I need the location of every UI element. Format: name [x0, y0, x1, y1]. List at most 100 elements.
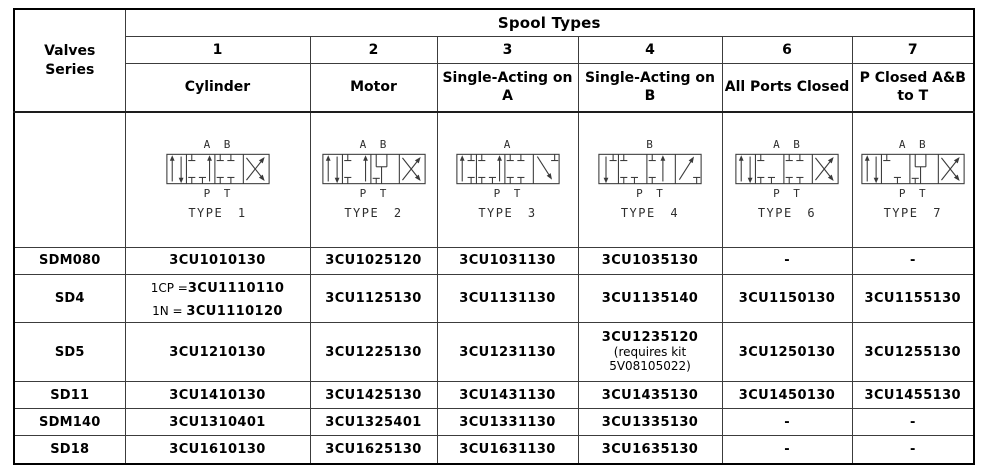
series-label: SD18	[13, 435, 126, 465]
part-note: (requires kit 5V08105022)	[609, 345, 691, 374]
ports-top-label: A B	[898, 138, 927, 152]
empty-cell: -	[721, 246, 853, 275]
valve-symbol-type-4-icon	[598, 154, 702, 185]
part-number-cell: 3CU1131130	[436, 273, 579, 324]
part-number-cell: 3CU1435130	[577, 381, 723, 410]
part-number-cell: 3CU1031130	[436, 246, 579, 275]
ports-top-label: B	[646, 138, 654, 152]
diagram-cell-type-6: A B	[721, 111, 853, 248]
empty-cell: -	[721, 408, 853, 437]
ports-top-label: A	[503, 138, 512, 152]
part-number-cell: 3CU1455130	[851, 381, 975, 410]
diagram-cell-type-1: A B	[124, 111, 311, 248]
part-number-cell-with-note: 3CU1235120 (requires kit 5V08105022)	[577, 322, 723, 383]
part-prefix: 1CP =	[150, 280, 188, 295]
part-number-cell: 3CU1331130	[436, 408, 579, 437]
corner-line1: Valves	[44, 43, 96, 60]
series-label: SD4	[13, 273, 126, 324]
part-number-cell: 3CU1231130	[436, 322, 579, 383]
diagram-cell-type-4: B	[577, 111, 723, 248]
part-number-cell: 3CU1425130	[309, 381, 438, 410]
diagram-cell-type-7: A B	[851, 111, 975, 248]
part-number-cell: 3CU1450130	[721, 381, 853, 410]
part-prefix: 1N =	[152, 304, 187, 319]
column-name-single-acting-a: Single-Acting on A	[436, 62, 579, 113]
series-label: SDM080	[13, 246, 126, 275]
part-number-cell: 3CU1035130	[577, 246, 723, 275]
table-row-sdm080: SDM080 3CU1010130 3CU1025120 3CU1031130 …	[13, 246, 975, 275]
table-row-sd5: SD5 3CU1210130 3CU1225130 3CU1231130 3CU…	[13, 322, 975, 383]
type-caption: TYPE 3	[478, 206, 537, 221]
part-number-cell: 3CU1625130	[309, 435, 438, 465]
diagram-row-empty-cell	[13, 111, 126, 248]
column-number-6: 6	[721, 35, 853, 64]
ports-bottom-label: P T	[773, 187, 801, 201]
part-number-cell: 3CU1631130	[436, 435, 579, 465]
ports-bottom-label: P T	[493, 187, 522, 201]
column-number-4: 4	[577, 35, 723, 64]
part-number-cell: 3CU1010130	[124, 246, 311, 275]
part-number: 3CU1110110	[187, 280, 285, 296]
column-number-2: 2	[309, 35, 438, 64]
spool-types-table: Valves Series Spool Types 1 2 3 4 6 7 Cy…	[13, 8, 976, 465]
empty-cell: -	[851, 435, 975, 465]
part-number-cell: 3CU1150130	[721, 273, 853, 324]
empty-cell: -	[721, 435, 853, 465]
part-number-cell: 3CU1225130	[309, 322, 438, 383]
ports-bottom-label: P T	[898, 187, 927, 201]
type-caption: TYPE 4	[620, 206, 680, 221]
diagram-cell-type-2: A B	[309, 111, 438, 248]
valve-symbol-type-7-icon	[861, 154, 965, 185]
corner-line2: Series	[45, 61, 95, 78]
part-number-cell: 3CU1431130	[436, 381, 579, 410]
part-number-cell: 3CU1335130	[577, 408, 723, 437]
table-row-sd4: SD4 1CP =3CU1110110 1N = 3CU1110120 3CU1…	[13, 273, 975, 324]
part-number-cell: 3CU1310401	[124, 408, 311, 437]
column-number-7: 7	[851, 35, 975, 64]
column-number-3: 3	[436, 35, 579, 64]
series-label: SDM140	[13, 408, 126, 437]
series-label: SD11	[13, 381, 126, 410]
part-number-cell: 3CU1610130	[124, 435, 311, 465]
part-number-cell-dual: 1CP =3CU1110110 1N = 3CU1110120	[124, 273, 311, 324]
part-number: 3CU1110120	[186, 304, 283, 320]
series-label: SD5	[13, 322, 126, 383]
valve-symbol-type-2-icon	[321, 154, 426, 185]
part-number-cell: 3CU1255130	[851, 322, 975, 383]
column-number-1: 1	[124, 35, 311, 64]
part-number-cell: 3CU1125130	[309, 273, 438, 324]
ports-top-label: A B	[773, 138, 801, 152]
empty-cell: -	[851, 246, 975, 275]
part-number-cell: 3CU1325401	[309, 408, 438, 437]
ports-top-label: A B	[203, 138, 232, 152]
type-caption: TYPE 7	[883, 206, 942, 221]
empty-cell: -	[851, 408, 975, 437]
column-name-single-acting-b: Single-Acting on B	[577, 62, 723, 113]
part-number-cell: 3CU1635130	[577, 435, 723, 465]
part-number-cell: 3CU1135140	[577, 273, 723, 324]
table-row-sdm140: SDM140 3CU1310401 3CU1325401 3CU1331130 …	[13, 408, 975, 437]
table-row-sd18: SD18 3CU1610130 3CU1625130 3CU1631130 3C…	[13, 435, 975, 465]
part-number-cell: 3CU1250130	[721, 322, 853, 383]
table-title: Spool Types	[124, 8, 975, 37]
ports-bottom-label: P T	[203, 187, 232, 201]
part-number-cell: 3CU1025120	[309, 246, 438, 275]
type-caption: TYPE 6	[757, 206, 817, 221]
ports-bottom-label: P T	[359, 187, 388, 201]
column-name-p-closed: P Closed A&B to T	[851, 62, 975, 113]
part-number-cell: 3CU1155130	[851, 273, 975, 324]
type-caption: TYPE 1	[188, 206, 247, 221]
corner-header-valves-series: Valves Series	[13, 8, 126, 113]
part-number: 3CU1235120	[601, 330, 699, 346]
valve-symbol-type-1-icon	[165, 154, 270, 185]
ports-bottom-label: P T	[636, 187, 664, 201]
column-name-motor: Motor	[309, 62, 438, 113]
valve-symbol-type-3-icon	[455, 154, 560, 185]
diagram-cell-type-3: A	[436, 111, 579, 248]
table-row-sd11: SD11 3CU1410130 3CU1425130 3CU1431130 3C…	[13, 381, 975, 410]
column-name-cylinder: Cylinder	[124, 62, 311, 113]
valve-symbol-type-6-icon	[735, 154, 839, 185]
type-caption: TYPE 2	[344, 206, 403, 221]
part-number-cell: 3CU1210130	[124, 322, 311, 383]
